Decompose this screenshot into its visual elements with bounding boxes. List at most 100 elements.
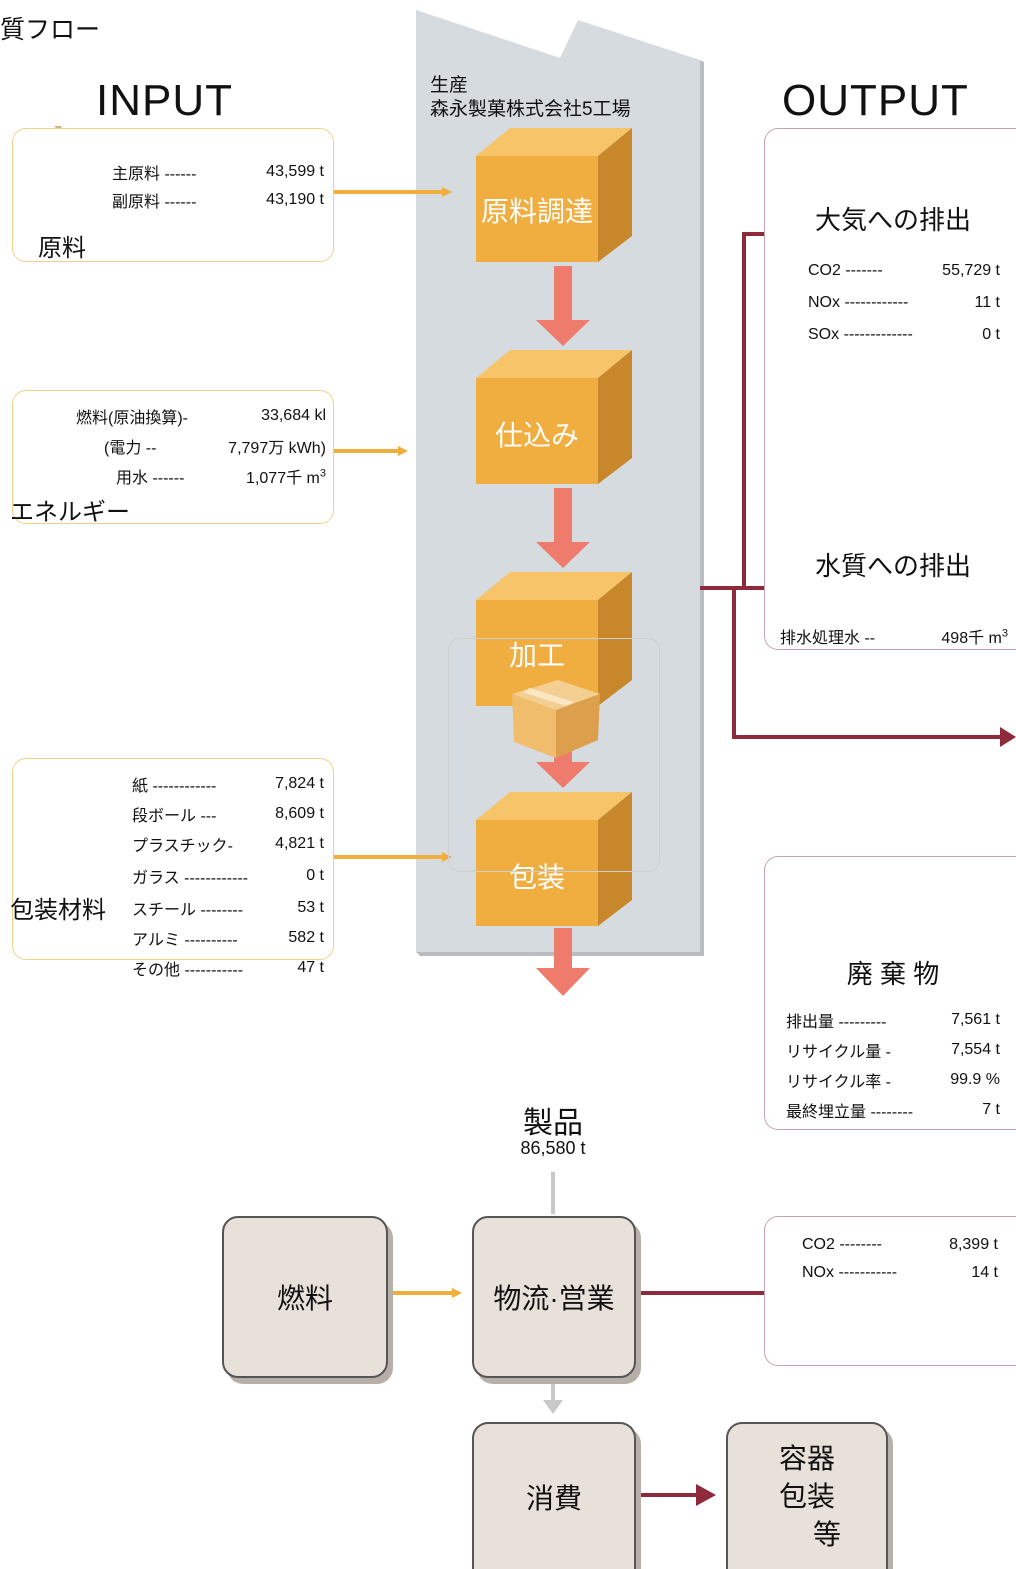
row-key: 段ボール --- <box>132 808 217 825</box>
product-panel <box>448 638 660 872</box>
row-key: 排出量 --------- <box>786 1014 887 1031</box>
pack-row-3: ガラス ------------ 0 t <box>132 864 324 888</box>
packaging-panel <box>12 758 334 960</box>
row-key: 燃料(原油換算)- <box>76 410 188 427</box>
step-label-4: 包装 <box>508 862 565 893</box>
page-title: 質フロー <box>0 16 101 44</box>
row-key: 主原料 ------ <box>112 166 197 183</box>
grey-connectors <box>543 1172 563 1414</box>
pack-row-4: スチール -------- 53 t <box>132 896 324 920</box>
row-value: 43,599 t <box>266 163 324 180</box>
box-1 <box>476 128 632 262</box>
air-row-0: CO2 ------- 55,729 t <box>808 262 1000 280</box>
row-value: 0 t <box>306 867 324 884</box>
air-row-1: NOx ------------ 11 t <box>808 294 1000 312</box>
row-key: プラスチック- <box>132 838 234 855</box>
box-4 <box>476 792 632 926</box>
row-key: 紙 ------------ <box>132 778 217 795</box>
logistics-row-0: CO2 -------- 8,399 t <box>802 1236 998 1254</box>
row-value-text: 498千 m <box>941 630 1002 647</box>
pack-row-other: その他 ----------- 47 t <box>132 956 324 980</box>
row-key: 排水処理水 -- <box>780 630 876 647</box>
waste-title: 廃 棄 物 <box>846 959 940 989</box>
row-value: 8,609 t <box>275 805 324 822</box>
row-key: CO2 -------- <box>802 1236 882 1253</box>
row-key: スチール -------- <box>132 902 244 919</box>
product-value: 86,580 t <box>520 1138 586 1158</box>
air-title: 大気への排出 <box>814 205 971 235</box>
row-value: 7 t <box>982 1101 1000 1118</box>
row-key: CO2 ------- <box>808 262 883 279</box>
row-value: 55,729 t <box>942 262 1000 279</box>
row-value: 7,797万 kWh) <box>228 440 326 457</box>
superscript: 3 <box>1001 627 1008 640</box>
energy-row-2: 用水 ------ 1,077千 m3 <box>116 464 326 488</box>
container-line-2: 包装 <box>778 1480 835 1512</box>
raw-row-0: 主原料 ------ 43,599 t <box>112 160 324 184</box>
row-key: SOx ------------- <box>808 326 913 343</box>
row-value: 99.9 % <box>950 1071 1000 1088</box>
row-value: 11 t <box>974 294 1001 311</box>
logistics-emissions-panel <box>764 1216 1016 1366</box>
row-value: 8,399 t <box>949 1236 998 1253</box>
row-value: 7,561 t <box>951 1011 1000 1028</box>
air-row-2: SOx ------------- 0 t <box>808 326 1000 344</box>
row-value: 47 t <box>297 959 324 976</box>
container-line-3: 等 <box>812 1518 841 1550</box>
step-label-1: 原料調達 <box>480 196 593 227</box>
production-label: 生産 森永製菓株式会社5工場 <box>430 74 631 122</box>
container-box: 容器 包装 等 <box>726 1422 888 1569</box>
step-label-2: 仕込み <box>494 420 579 451</box>
packaging-label: 包装材料 <box>10 897 106 924</box>
step-arrow-4 <box>536 928 590 996</box>
production-label-line1: 生産 <box>430 75 469 96</box>
water-title: 水質への排出 <box>814 551 971 581</box>
air-panel <box>764 128 1016 650</box>
row-value: 7,554 t <box>951 1041 1000 1058</box>
energy-row-0: 燃料(原油換算)- 33,684 kl <box>76 404 326 428</box>
row-key: NOx ------------ <box>808 294 909 311</box>
logistics-row-1: NOx ----------- 14 t <box>802 1264 998 1282</box>
energy-row-1: (電力 -- 7,797万 kWh) <box>104 434 326 458</box>
waste-row-0: 排出量 --------- 7,561 t <box>786 1008 1000 1032</box>
raw-materials-panel <box>12 128 334 262</box>
row-value: 7,824 t <box>275 775 324 792</box>
row-key: リサイクル率 - <box>786 1074 891 1091</box>
pack-row-1: 段ボール --- 8,609 t <box>132 802 324 826</box>
input-arrows <box>334 187 462 1298</box>
output-heading: OUTPUT <box>782 76 969 125</box>
row-value: 53 t <box>297 899 324 916</box>
row-value: 4,821 t <box>275 835 324 852</box>
logistics-box: 物流·営業 <box>472 1216 636 1378</box>
row-key: 副原料 ------ <box>112 194 197 211</box>
row-value: 14 t <box>971 1264 998 1281</box>
pack-row-2: プラスチック- 4,821 t <box>132 832 324 856</box>
row-key: NOx ----------- <box>802 1264 898 1281</box>
row-value-text: 1,077千 m <box>246 470 320 487</box>
row-value: 33,684 kl <box>261 407 326 424</box>
container-line-1: 容器 <box>778 1442 835 1474</box>
waste-row-2: リサイクル率 - 99.9 % <box>786 1068 1000 1092</box>
waste-row-1: リサイクル量 - 7,554 t <box>786 1038 1000 1062</box>
waste-panel <box>764 856 1016 1130</box>
production-label-line2: 森永製菓株式会社5工場 <box>430 99 631 120</box>
raw-materials-label: 原料 <box>38 235 86 262</box>
row-key: その他 ----------- <box>132 962 244 979</box>
step-arrow-2 <box>536 488 590 568</box>
row-value: 498千 m3 <box>937 624 1008 648</box>
box-2 <box>476 350 632 484</box>
row-key: アルミ ---------- <box>132 932 238 949</box>
waste-row-3: 最終埋立量 -------- 7 t <box>786 1098 1000 1122</box>
water-row-0: 排水処理水 -- 498千 m3 <box>780 624 1008 648</box>
row-value: 582 t <box>288 929 324 946</box>
pack-row-5: アルミ ---------- 582 t <box>132 926 324 950</box>
row-value: 0 t <box>982 326 1000 343</box>
row-key: 用水 ------ <box>116 470 185 487</box>
row-key: ガラス ------------ <box>132 870 249 887</box>
product-label: 製品 <box>523 1107 583 1140</box>
energy-panel <box>12 390 334 524</box>
step-label-3: 加工 <box>508 640 565 671</box>
fuel-box: 燃料 <box>222 1216 388 1378</box>
row-key: 最終埋立量 -------- <box>786 1104 914 1121</box>
